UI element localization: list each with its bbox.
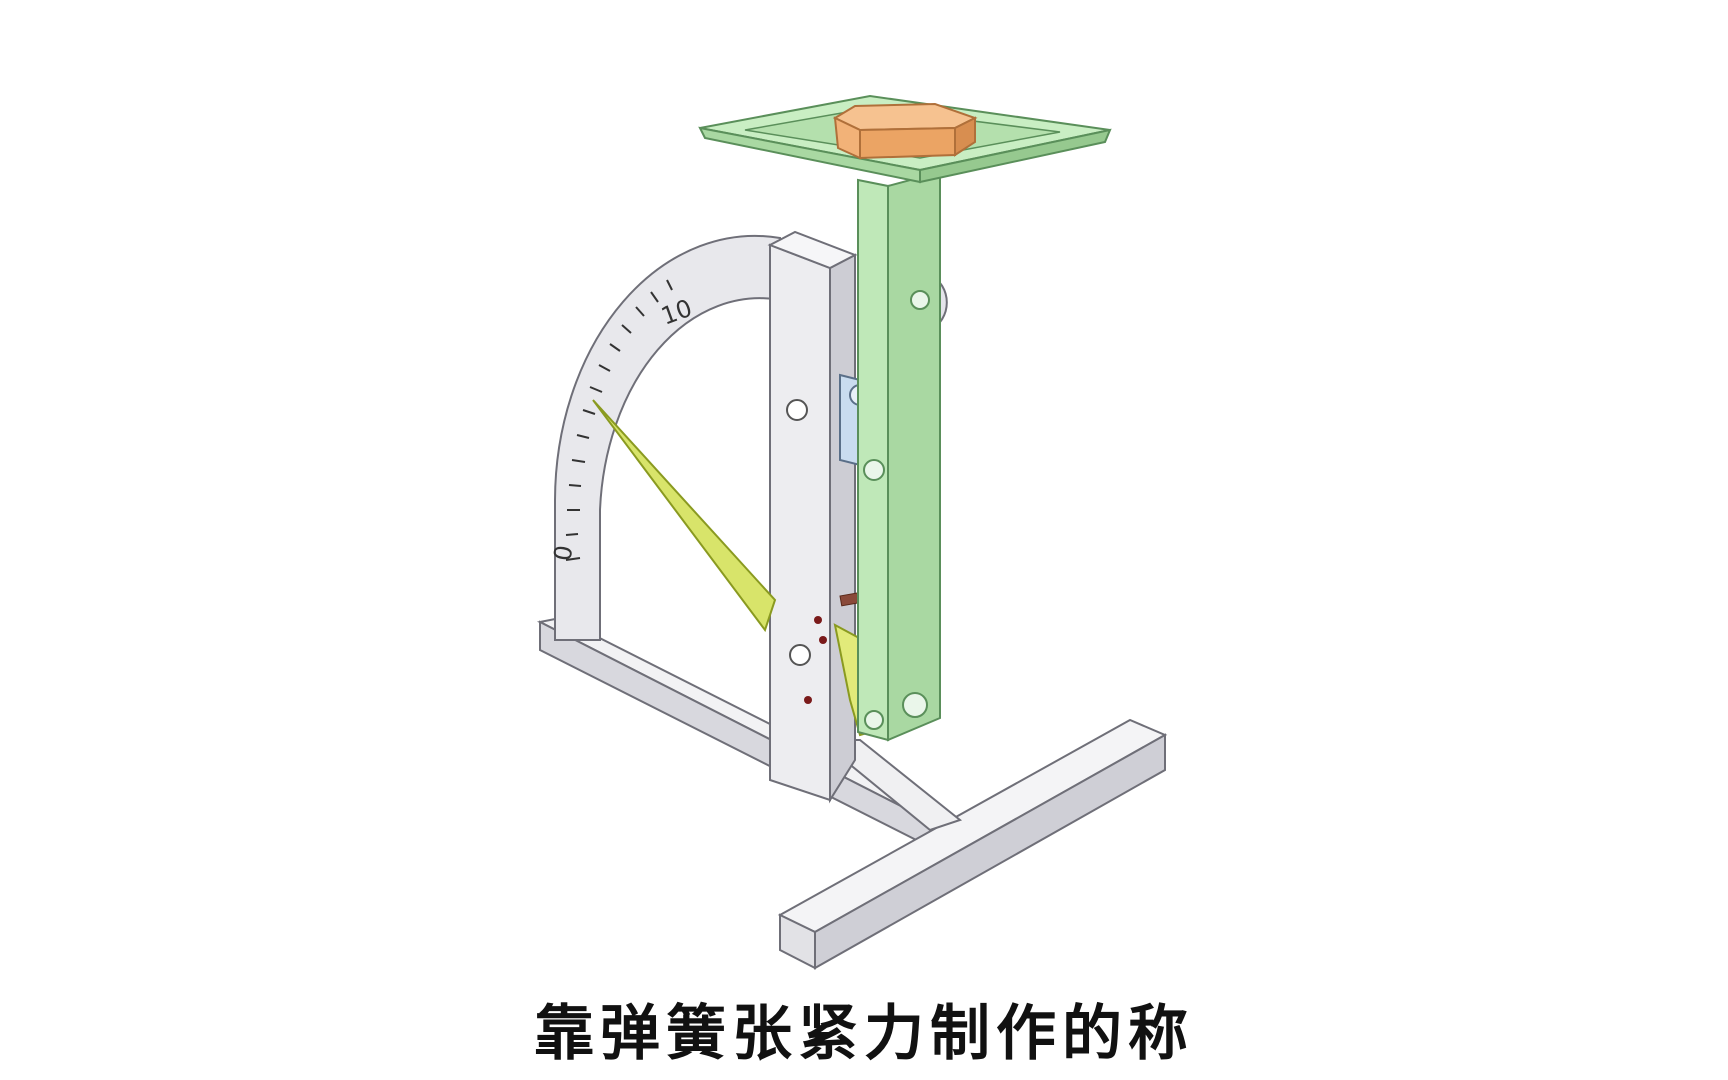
upright-rivet-3: [804, 696, 812, 704]
weight-side-right: [954, 116, 976, 157]
base: [536, 616, 1168, 970]
weight-side: [859, 126, 956, 160]
upright-side: [829, 253, 856, 804]
upright-hole-1: [786, 399, 808, 421]
plunger-hole-mid: [863, 459, 885, 481]
dial-scale-ticks: [565, 279, 673, 561]
dial: 0 10: [548, 234, 781, 641]
base-cross-bar-side: [814, 733, 1166, 970]
caption: 靠弹簧张紧力制作的称: [534, 999, 1194, 1069]
upright-post: [767, 230, 858, 804]
weight-block: [832, 102, 978, 160]
pointer-needle: [592, 399, 777, 633]
upright-hole-2: [789, 644, 811, 666]
upright-top: [767, 230, 858, 270]
plunger: [857, 170, 941, 742]
plunger-hole-top: [910, 290, 930, 310]
upright-rivet-1: [814, 616, 822, 624]
plunger-side: [887, 170, 941, 742]
upright-rivet-2: [819, 636, 827, 644]
upright-front: [769, 243, 831, 802]
dial-label-zero: 0: [548, 543, 578, 563]
plunger-hole-bottom: [864, 710, 884, 730]
dial-arch: [554, 234, 781, 641]
pan-rim-side: [919, 128, 1112, 184]
plunger-roller: [902, 692, 928, 718]
